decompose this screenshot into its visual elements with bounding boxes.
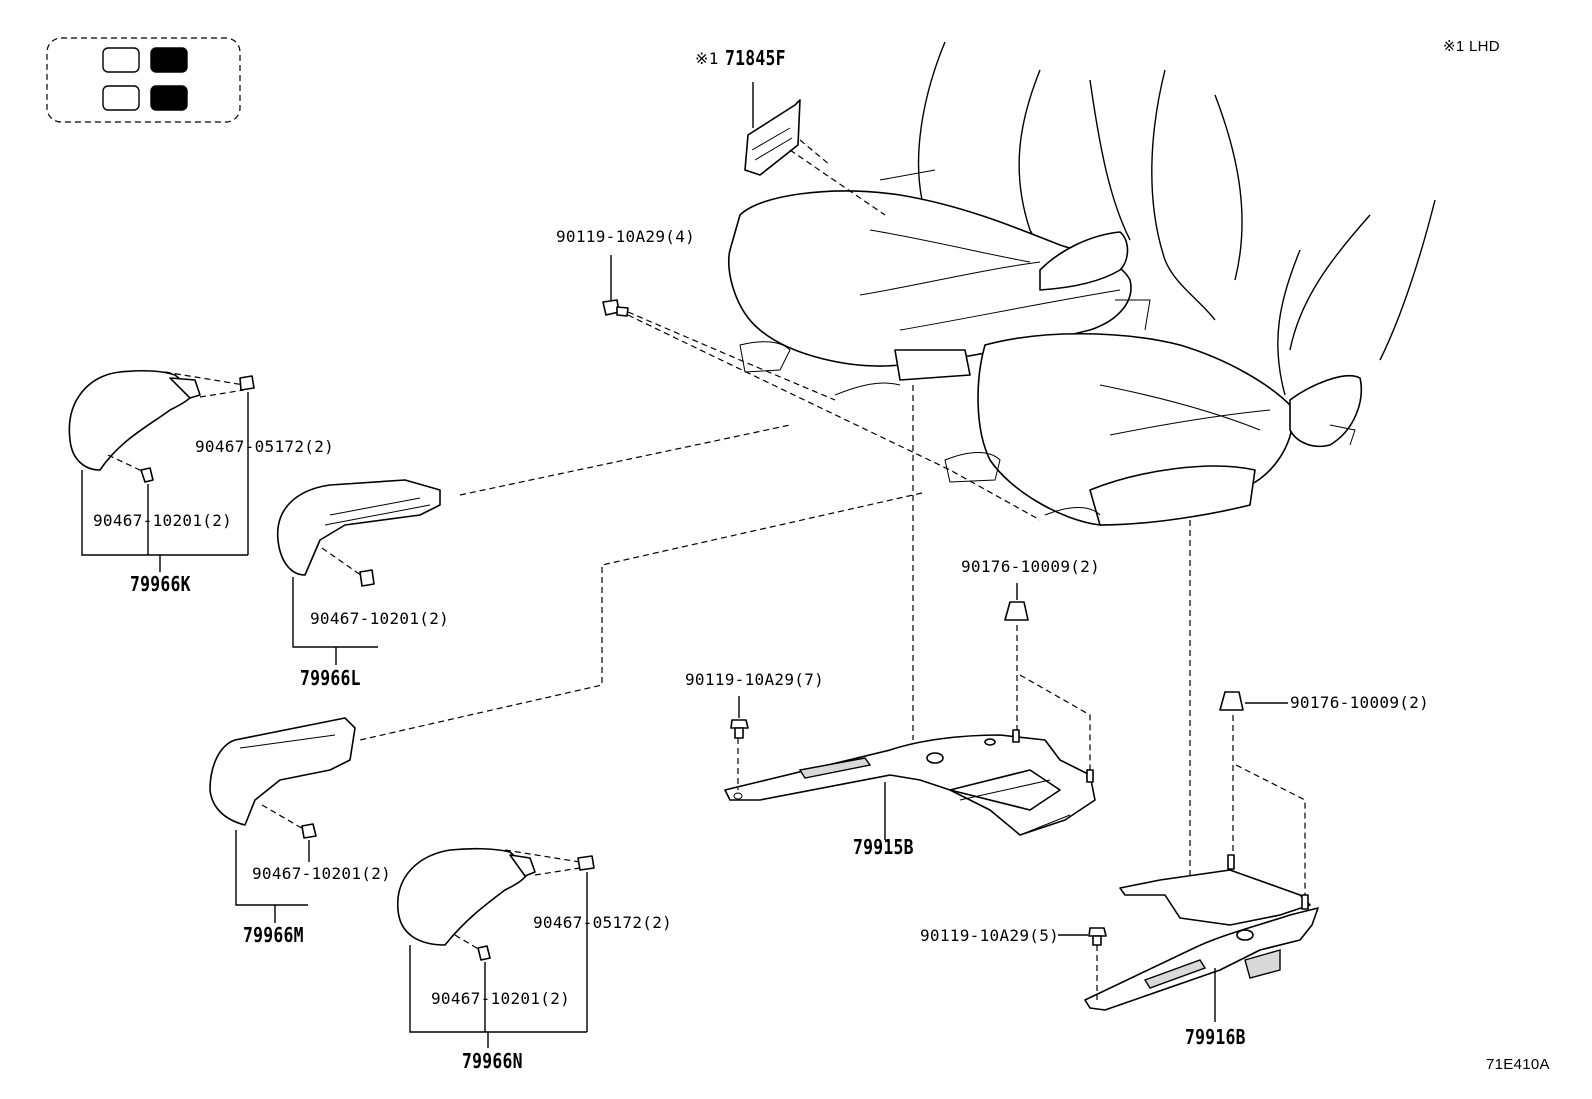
clip-90467-10201-l[interactable] (359, 569, 375, 587)
label-bolt-top[interactable]: 90119-10A29(4) (556, 227, 696, 246)
bolt-90119-10A29-top[interactable] (602, 255, 629, 317)
label-clip-n-upper[interactable]: 90467-05172(2) (533, 913, 673, 932)
legend-cell-1 (102, 47, 140, 73)
label-nut-right[interactable]: 90176-10009(2) (1290, 693, 1430, 712)
part-71845F-cover[interactable] (744, 82, 801, 176)
label-clip-n-lower[interactable]: 90467-10201(2) (431, 989, 571, 1008)
label-79966L[interactable]: 79966L (300, 666, 361, 690)
part-79916B-bracket[interactable] (1084, 854, 1319, 1022)
label-clip-k-lower[interactable]: 90467-10201(2) (93, 511, 233, 530)
label-clip-k-upper[interactable]: 90467-05172(2) (195, 437, 335, 456)
label-71845F[interactable]: 71845F (725, 46, 786, 70)
nut-90176-10009-right[interactable] (1219, 691, 1288, 711)
label-79966K[interactable]: 79966K (130, 572, 191, 596)
legend-cell-3 (102, 85, 140, 111)
label-bolt-right[interactable]: 90119-10A29(5) (920, 926, 1060, 945)
part-79966N-cover[interactable] (397, 847, 536, 946)
label-clip-l[interactable]: 90467-10201(2) (310, 609, 450, 628)
clip-90467-05172-k[interactable] (239, 375, 255, 555)
label-79916B[interactable]: 79916B (1185, 1025, 1246, 1049)
figure-code: 71E410A (1486, 1056, 1550, 1073)
label-79915B[interactable]: 79915B (853, 835, 914, 859)
mark-71845F: ※1 (695, 49, 719, 68)
bolt-90119-10A29-center[interactable] (730, 696, 749, 739)
part-79915B-bracket[interactable] (724, 729, 1096, 840)
lhd-note: ※1 LHD (1443, 38, 1500, 55)
part-79966K-cover[interactable] (68, 369, 201, 471)
clip-90467-05172-n[interactable] (577, 855, 595, 1032)
label-bolt-center[interactable]: 90119-10A29(7) (685, 670, 825, 689)
clip-90467-10201-m[interactable] (301, 823, 317, 862)
part-79966M-cover[interactable] (209, 717, 356, 826)
label-nut-center[interactable]: 90176-10009(2) (961, 557, 1101, 576)
label-79966M[interactable]: 79966M (243, 923, 304, 947)
clip-90467-10201-k[interactable] (140, 467, 154, 555)
label-clip-m[interactable]: 90467-10201(2) (252, 864, 392, 883)
legend-cell-4 (150, 85, 188, 111)
label-79966N[interactable]: 79966N (462, 1049, 523, 1073)
part-79966L-cover[interactable] (276, 479, 441, 576)
legend-cell-2 (150, 47, 188, 73)
clip-90467-10201-n[interactable] (477, 945, 491, 1032)
seat-assembly-illustration (728, 41, 1436, 526)
seat-layout-legend (46, 37, 241, 123)
nut-90176-10009-center[interactable] (1004, 583, 1029, 621)
bolt-90119-10A29-right[interactable] (1058, 927, 1107, 946)
